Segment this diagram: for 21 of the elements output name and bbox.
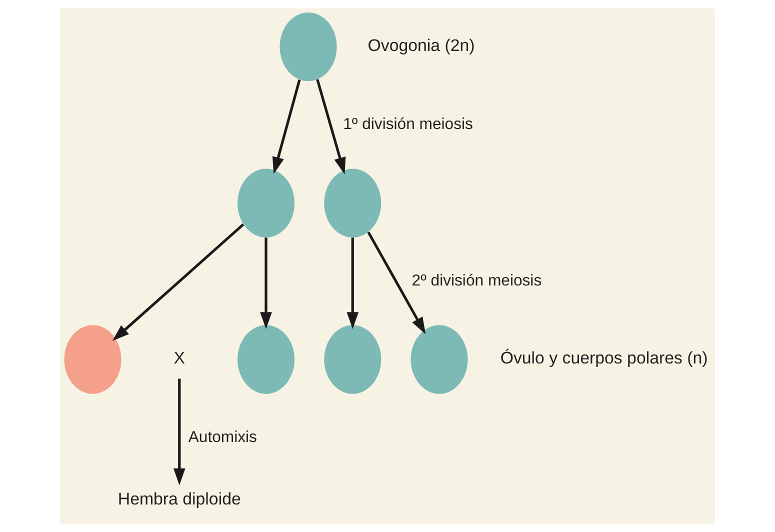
node-circle — [324, 168, 382, 238]
node-text: Hembra diploide — [118, 490, 241, 509]
arrow — [367, 231, 426, 334]
node-circle — [410, 325, 468, 394]
node-text: X — [174, 348, 186, 368]
node-circle — [237, 168, 295, 238]
arrow — [260, 238, 272, 330]
arrow — [173, 378, 186, 486]
arrow — [112, 223, 244, 341]
node-circle — [64, 325, 122, 394]
arrow — [346, 238, 359, 330]
edge-label: 1º división meiosis — [343, 116, 473, 134]
edge-label: 2º división meiosis — [412, 272, 542, 290]
node-circle — [237, 325, 295, 394]
arrow — [272, 79, 301, 174]
node-circle — [280, 12, 337, 82]
node-circle — [324, 325, 382, 394]
node-label: Ovogonia (2n) — [368, 36, 475, 55]
node-label: Óvulo y cuerpos polares (n) — [500, 348, 708, 368]
edge-label: Automixis — [188, 428, 257, 446]
arrow — [316, 79, 346, 174]
